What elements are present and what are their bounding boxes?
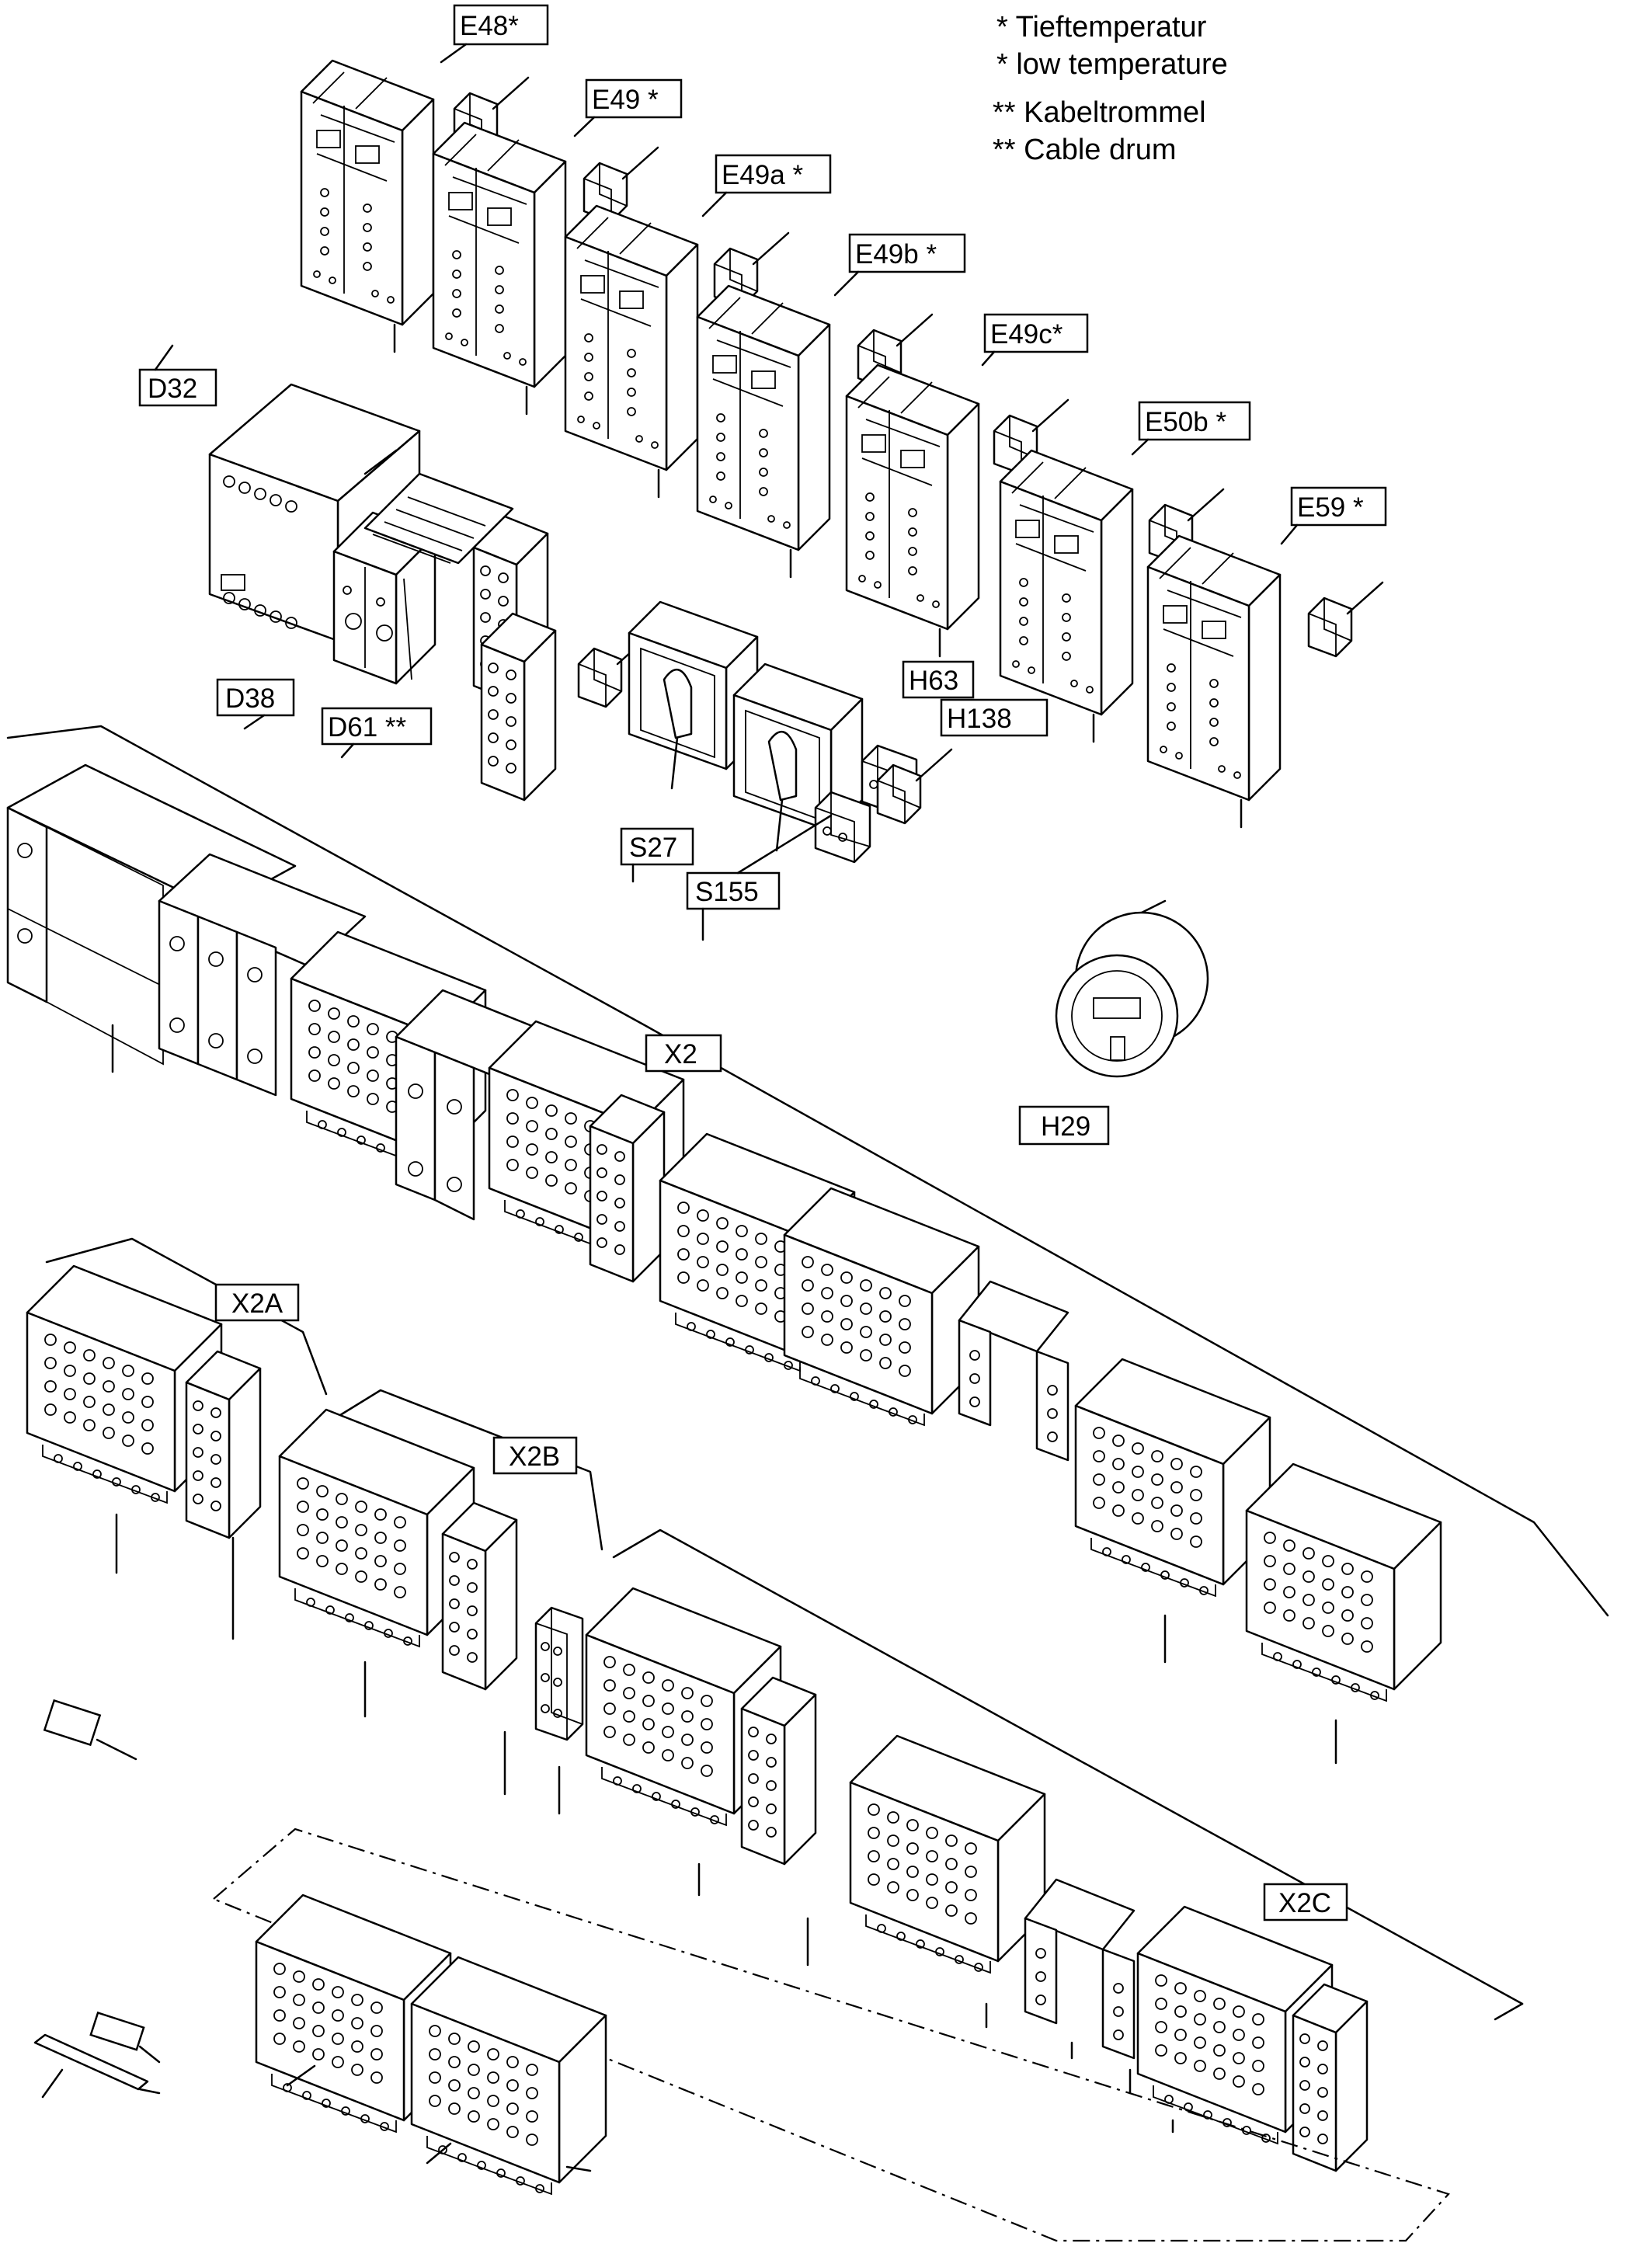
label-E59: E59 * — [1297, 492, 1364, 523]
hour-meter: H29 — [1018, 899, 1209, 1146]
label-X2: X2 — [664, 1039, 697, 1069]
label-X2A: X2A — [231, 1288, 283, 1319]
d-components: D32 D38 D61 ** — [138, 344, 514, 759]
label-D38: D38 — [225, 683, 275, 714]
label-E49b: E49b * — [855, 239, 937, 270]
label-D61: D61 ** — [328, 712, 407, 742]
label-E49: E49 * — [592, 85, 659, 115]
note-cable-drum: ** Cable drum — [993, 134, 1177, 166]
label-E49a: E49a * — [722, 160, 803, 190]
label-X2C: X2C — [1278, 1888, 1331, 1918]
label-E50b: E50b * — [1145, 407, 1226, 437]
label-E49c: E49c* — [990, 319, 1063, 350]
label-S155: S155 — [695, 877, 759, 907]
label-S27: S27 — [629, 833, 677, 863]
note-low-temperature: * low temperature — [996, 48, 1228, 81]
note-tieftemperatur: * Tieftemperatur — [996, 11, 1207, 43]
label-D32: D32 — [148, 374, 197, 404]
note-kabeltrommel: ** Kabeltrommel — [993, 96, 1206, 129]
rail-X2A: X2A — [26, 1237, 328, 1761]
rail-X2: X2 — [6, 725, 1609, 1765]
switches: S27 S155 H63 H138 — [472, 515, 1049, 941]
rail-X2B: X2B X2C — [278, 1389, 1524, 2172]
label-X2B: X2B — [509, 1441, 560, 1472]
label-E48: E48* — [460, 11, 519, 41]
label-H29: H29 — [1041, 1111, 1090, 1142]
e-labels: E48* E49 * E49a * E49b * E49c* E50b * E5… — [440, 4, 1387, 545]
optional-group — [33, 1828, 1450, 2242]
label-H63: H63 — [909, 666, 958, 696]
label-H138: H138 — [947, 704, 1012, 734]
legend-notes: * Tieftemperatur * low temperature ** Ka… — [993, 11, 1228, 166]
